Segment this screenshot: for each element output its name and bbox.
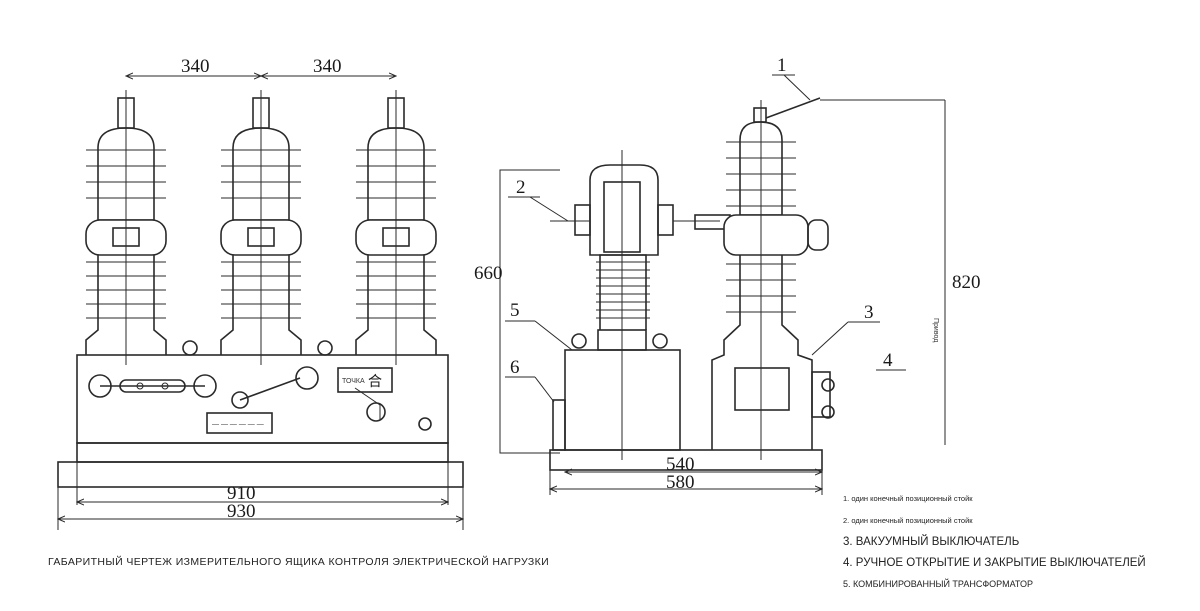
- legend: 1. один конечный позиционный стойк 2. од…: [843, 488, 1193, 594]
- drawing-caption: ГАБАРИТНЫЙ ЧЕРТЕЖ ИЗМЕРИТЕЛЬНОГО ЯЩИКА К…: [48, 556, 550, 568]
- callout-4: 4: [883, 350, 893, 371]
- callout-3: 3: [864, 302, 874, 323]
- legend-item-1: 1. один конечный позиционный стойк: [843, 494, 973, 503]
- front-view: — — — — — — ТОЧКА 合 340 340 910 930: [58, 56, 463, 530]
- front-base-frame: [76, 442, 449, 463]
- callout-1: 1: [777, 55, 787, 76]
- front-pole-left: [85, 90, 167, 365]
- panel-tag: ТОЧКА: [342, 378, 365, 385]
- dim-340-right: 340: [313, 56, 342, 77]
- dim-540: 540: [666, 454, 695, 475]
- front-pole-right: [355, 90, 437, 365]
- dim-930: 930: [227, 501, 256, 522]
- side-view: 660: [474, 55, 981, 495]
- callout-2: 2: [516, 177, 526, 198]
- callout-6: 6: [510, 357, 520, 378]
- front-mechanism: — — — — — —: [88, 340, 432, 434]
- front-base-plate: [57, 461, 464, 488]
- front-panel-label-box: [337, 367, 393, 393]
- dim-580: 580: [666, 472, 695, 493]
- legend-item-2: 2. один конечный позиционный стойк: [843, 516, 973, 525]
- dim-910: 910: [227, 483, 256, 504]
- dim-660: 660: [474, 263, 503, 284]
- panel-char: 合: [368, 374, 382, 390]
- vertical-note: Привод: [932, 318, 939, 342]
- dim-340-left: 340: [181, 56, 210, 77]
- legend-item-4: 4. РУЧНОЕ ОТКРЫТИЕ И ЗАКРЫТИЕ ВЫКЛЮЧАТЕЛ…: [843, 557, 1146, 569]
- svg-text:— — — — — —: — — — — — —: [212, 421, 264, 428]
- legend-item-5: 5. КОМБИНИРОВАННЫЙ ТРАНСФОРМАТОР: [843, 579, 1033, 589]
- callout-5: 5: [510, 300, 520, 321]
- front-pole-middle: [220, 90, 302, 365]
- dim-frame-660: [499, 169, 560, 454]
- legend-item-3: 3. ВАКУУМНЫЙ ВЫКЛЮЧАТЕЛЬ: [843, 536, 1020, 548]
- dim-820: 820: [952, 272, 981, 293]
